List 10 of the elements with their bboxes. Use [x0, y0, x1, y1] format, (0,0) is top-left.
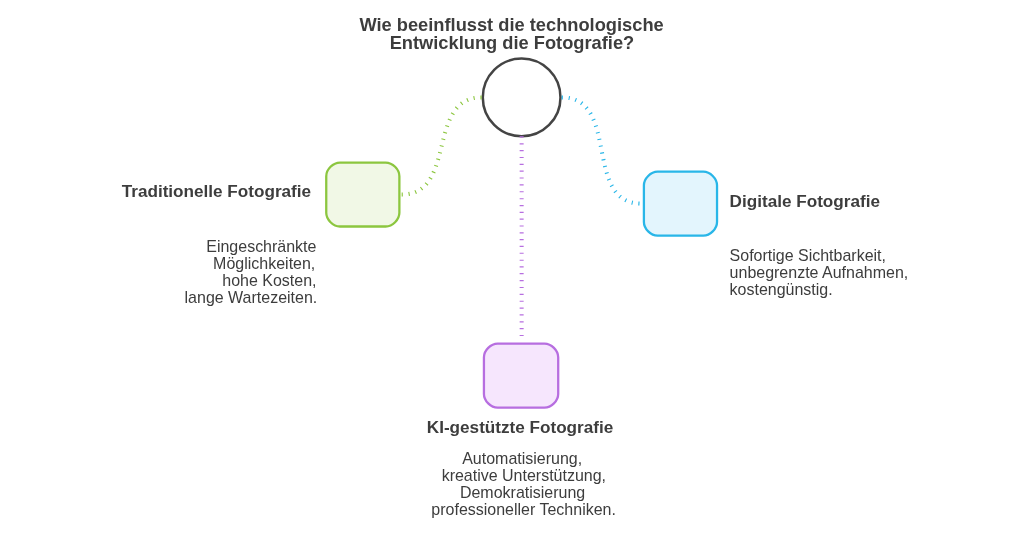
node-label: Sofortige Sichtbarkeit, unbegrenzte Aufnahmen, kostengünstig. — [729, 247, 908, 299]
node-label: Automatisierung, kreative Unterstützung, Demokratisierung professioneller Techniken. — [430, 449, 616, 519]
connector — [400, 95, 482, 197]
node-label: KI-gestützte Fotografie — [426, 416, 613, 437]
node-label: Traditionelle Fotografie — [121, 181, 311, 202]
node-label: Eingeschränkte Möglichkeiten, hohe Kosten, lange Wartezeiten. — [184, 237, 317, 307]
diagram-title: Wie beeinflusst die technologische Entwicklung die Fotografie? — [358, 13, 664, 54]
node-label: Digitale Fotografie — [729, 190, 880, 211]
node-picture — [481, 57, 562, 138]
connector — [560, 95, 642, 206]
